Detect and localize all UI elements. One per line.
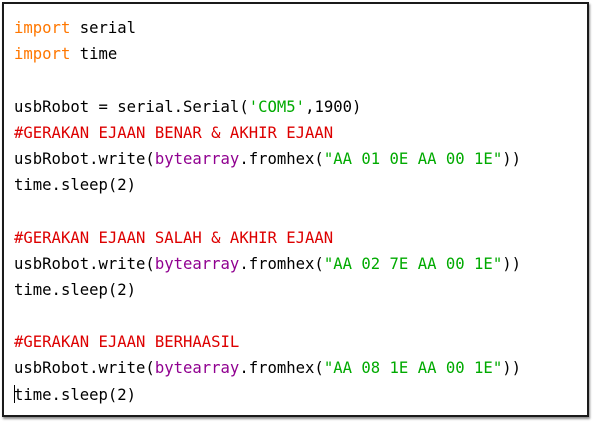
code-editor[interactable]: import serial import time usbRobot = ser…	[14, 15, 587, 408]
code-text: .fromhex(	[239, 359, 324, 378]
builtin: bytearray	[154, 254, 240, 273]
code-line-6[interactable]: usbRobot.write(bytearray.fromhex("AA 01 …	[14, 146, 587, 172]
code-text: ))	[502, 254, 521, 273]
builtin: bytearray	[154, 149, 240, 168]
code-line-1[interactable]: import serial	[14, 15, 587, 41]
code-line-11[interactable]: time.sleep(2)	[14, 277, 587, 303]
code-text: ))	[502, 359, 521, 378]
keyword: import	[14, 19, 71, 37]
code-editor-window: import serial import time usbRobot = ser…	[2, 2, 589, 417]
code-text: usbRobot.write(	[14, 149, 155, 168]
code-text: usbRobot.write(	[14, 254, 155, 273]
code-line-14[interactable]: usbRobot.write(bytearray.fromhex("AA 08 …	[14, 355, 587, 381]
code-line-7[interactable]: time.sleep(2)	[14, 172, 587, 198]
code-text: .fromhex(	[239, 254, 324, 273]
code-text: time.sleep(2)	[14, 280, 137, 299]
code-line-12-blank[interactable]	[14, 303, 587, 329]
code-text: usbRobot.write(	[14, 359, 155, 378]
code-text: ))	[502, 149, 521, 168]
code-line-13[interactable]: #GERAKAN EJAAN BERHAASIL	[14, 329, 587, 355]
keyword: import	[14, 45, 71, 64]
code-text: serial	[70, 19, 137, 37]
string-literal: "AA 02 7E AA 00 1E"	[323, 254, 503, 273]
code-text: .fromhex(	[239, 149, 324, 168]
string-literal: "AA 08 1E AA 00 1E"	[323, 359, 503, 378]
code-line-2[interactable]: import time	[14, 41, 587, 67]
comment: #GERAKAN EJAAN BENAR & AKHIR EJAAN	[14, 123, 334, 142]
code-text: usbRobot = serial.Serial(	[14, 97, 249, 116]
code-line-15[interactable]: time.sleep(2)	[14, 382, 587, 408]
text-cursor	[14, 384, 15, 403]
code-line-5[interactable]: #GERAKAN EJAAN BENAR & AKHIR EJAAN	[14, 120, 587, 146]
builtin: bytearray	[154, 359, 240, 378]
code-line-4[interactable]: usbRobot = serial.Serial('COM5',1900)	[14, 94, 587, 120]
code-text: ,1900)	[305, 97, 362, 116]
string-literal: 'COM5'	[248, 97, 306, 116]
code-line-3-blank[interactable]	[14, 67, 587, 93]
comment: #GERAKAN EJAAN SALAH & AKHIR EJAAN	[14, 228, 334, 247]
code-line-10[interactable]: usbRobot.write(bytearray.fromhex("AA 02 …	[14, 251, 587, 277]
code-text: time	[70, 45, 118, 64]
string-literal: "AA 01 0E AA 00 1E"	[323, 149, 503, 168]
code-text: time.sleep(2)	[14, 176, 137, 195]
code-text: time.sleep(2)	[14, 385, 137, 404]
comment: #GERAKAN EJAAN BERHAASIL	[14, 333, 240, 352]
code-line-9[interactable]: #GERAKAN EJAAN SALAH & AKHIR EJAAN	[14, 225, 587, 251]
code-line-8-blank[interactable]	[14, 198, 587, 224]
